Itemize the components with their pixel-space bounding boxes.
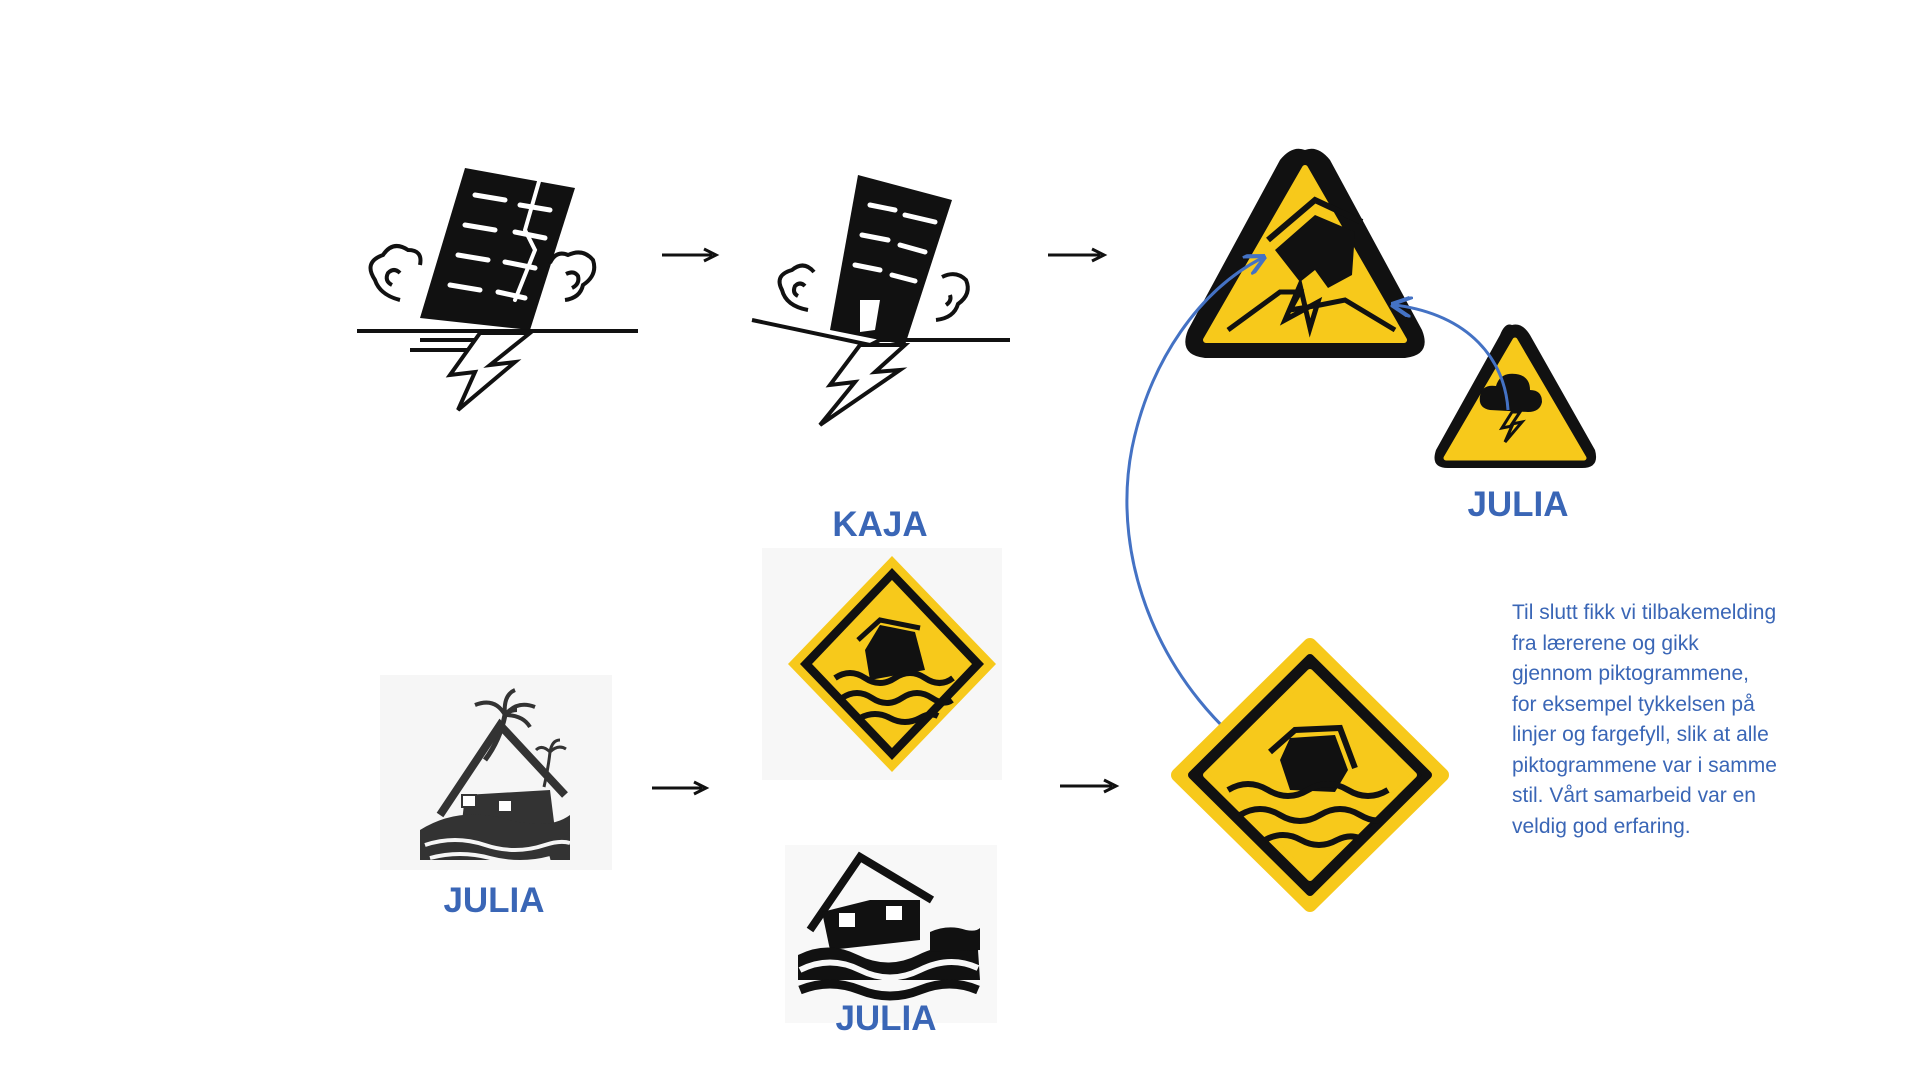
flood-warning-sign-icon (1178, 645, 1442, 905)
label-julia-storm: JULIA (1467, 485, 1568, 524)
thunderstorm-warning-sign-icon (1435, 324, 1597, 468)
label-julia-house: JULIA (835, 999, 936, 1038)
flood-diamond-sign-icon (762, 548, 1002, 780)
right-arrow-icon (1060, 780, 1116, 792)
collapsing-building-icon (752, 175, 1010, 425)
feedback-note: Til slutt fikk vi tilbakemelding fra lær… (1512, 598, 1842, 842)
note-line: for eksempel tykkelsen på (1512, 690, 1842, 721)
note-line: veldig god erfaring. (1512, 812, 1842, 843)
sinking-house-icon (785, 845, 997, 1023)
earthquake-warning-sign-icon (1185, 149, 1424, 358)
right-arrow-icon (1048, 249, 1104, 261)
note-line: stil. Vårt samarbeid var en (1512, 781, 1842, 812)
right-arrow-icon (662, 249, 716, 261)
label-julia-island: JULIA (443, 881, 544, 920)
label-kaja: KAJA (832, 505, 927, 544)
note-line: gjennom piktogrammene, (1512, 659, 1842, 690)
island-flood-icon (380, 675, 612, 870)
right-arrow-icon (652, 782, 706, 794)
collapsing-building-icon (357, 168, 638, 410)
note-line: linjer og fargefyll, slik at alle (1512, 720, 1842, 751)
note-line: Til slutt fikk vi tilbakemelding (1512, 598, 1842, 629)
note-line: piktogrammene var i samme (1512, 751, 1842, 782)
note-line: fra lærerene og gikk (1512, 629, 1842, 660)
